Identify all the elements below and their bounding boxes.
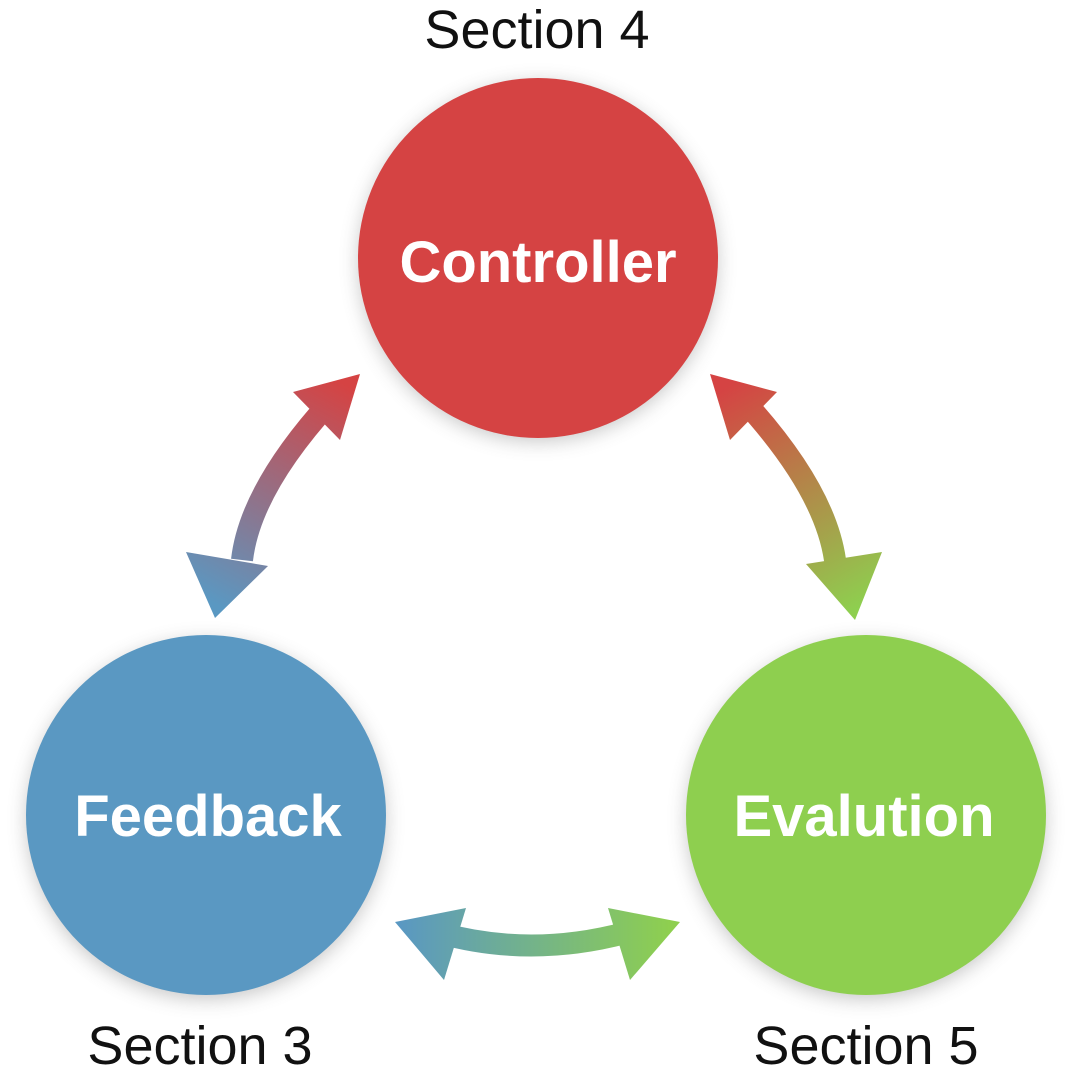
arrow-feedback-evaluation	[395, 908, 680, 980]
feedback-circle	[26, 635, 386, 995]
section-label-feedback: Section 3	[87, 1016, 312, 1072]
arrow-controller-feedback	[186, 374, 360, 618]
feedback-label: Feedback	[74, 784, 342, 849]
evaluation-label: Evalution	[733, 784, 994, 849]
evaluation-circle	[686, 635, 1046, 995]
node-feedback: Feedback	[26, 635, 386, 995]
node-evaluation: Evalution	[686, 635, 1046, 995]
section-label-controller: Section 4	[424, 0, 649, 60]
arrow-controller-evaluation	[710, 374, 882, 620]
controller-circle	[358, 78, 718, 438]
controller-label: Controller	[399, 230, 676, 295]
section-label-evaluation: Section 5	[753, 1016, 978, 1072]
node-controller: Controller	[358, 78, 718, 438]
